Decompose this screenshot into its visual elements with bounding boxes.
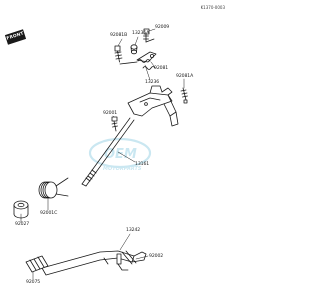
watermark-subtext: MOTORPARTS [103, 166, 142, 172]
part-label-92075: 92075 [26, 280, 41, 285]
pin-92081a [180, 87, 188, 104]
leader-lines [20, 28, 185, 280]
part-label-13242: 13242 [126, 228, 141, 233]
part-label-92002: 92002 [149, 254, 164, 259]
part-label-13236a: 13236A [132, 31, 150, 36]
part-label-92001c: 92001C [40, 211, 58, 216]
shift-lever-13242 [41, 250, 147, 276]
part-label-92001: 92001 [103, 111, 118, 116]
shift-shaft-13161 [81, 85, 179, 187]
exploded-view-drawing: OEM MOTORPARTS [13, 28, 188, 280]
bolt-92002 [121, 250, 137, 265]
part-label-92081b: 92081B [110, 33, 128, 38]
part-label-92009: 92009 [155, 25, 170, 30]
part-label-92081: 92081 [154, 66, 169, 71]
part-label-92027: 92027 [15, 222, 30, 227]
bolt-92009 [143, 28, 155, 43]
spring-92081 [142, 66, 156, 70]
reference-code: K1370-0003 [200, 5, 225, 10]
part-label-92081a: 92081A [176, 74, 194, 79]
part-label-13161: 13161 [135, 162, 150, 167]
stopper-arm-13236 [119, 51, 157, 65]
collar-92027 [13, 200, 29, 219]
return-spring-92001c [38, 177, 69, 199]
bolt-92081b [114, 45, 123, 63]
watermark-logo: OEM MOTORPARTS [88, 137, 152, 172]
parts-diagram: K1370-0003 FRONT OEM MOTORPARTS [4, 5, 225, 285]
part-label-13236: 13236 [145, 80, 160, 85]
collar-13236a [130, 44, 138, 55]
pedal-rubber-92075 [25, 255, 49, 273]
